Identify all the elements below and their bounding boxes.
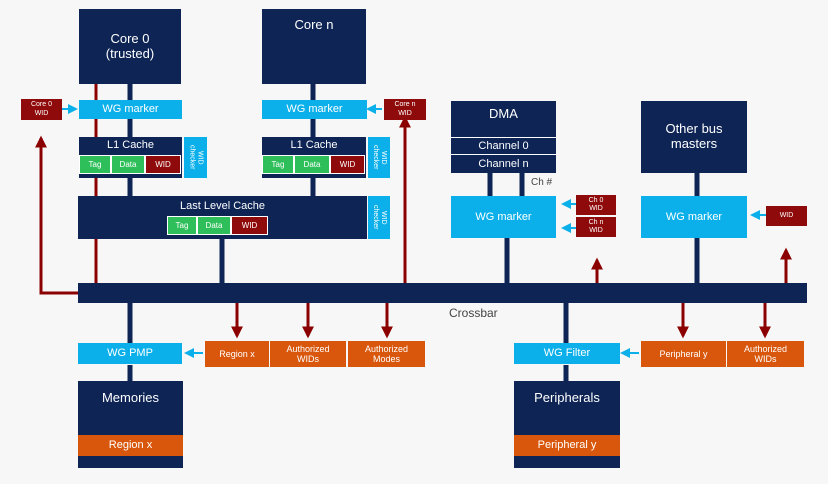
core-0-wid-checker: WID checker <box>184 137 207 178</box>
core-n-wid-checker: WID checker <box>368 137 390 178</box>
authorized-wids-periph: Authorized WIDs <box>727 341 804 367</box>
core-0-wg-marker: WG marker <box>79 100 182 119</box>
peripheral-y-box: Peripheral y <box>514 435 620 456</box>
core-0-l1-tag: Tag <box>79 155 111 174</box>
crossbar-bar <box>78 283 807 303</box>
authorized-modes: Authorized Modes <box>348 341 425 367</box>
llc-wid-checker: WID checker <box>368 196 390 239</box>
core-0-wid: Core 0 WID <box>21 99 62 120</box>
dma-wg-marker: WG marker <box>451 196 556 238</box>
llc-data: Data <box>197 216 231 235</box>
other-wid: WID <box>766 206 807 226</box>
core-0-l1-wid: WID <box>145 155 181 174</box>
dma-channel-n: Channel n <box>451 155 556 173</box>
llc-tag: Tag <box>167 216 197 235</box>
other-bus-masters: Other bus masters <box>641 101 747 173</box>
authorized-wids-mem: Authorized WIDs <box>270 341 346 367</box>
peripheral-y-rule: Peripheral y <box>641 341 726 367</box>
wg-pmp: WG PMP <box>78 343 182 364</box>
core-n-l1-data: Data <box>294 155 330 174</box>
channel-number-label: Ch # <box>531 177 553 188</box>
core-n-wg-marker: WG marker <box>262 100 367 119</box>
core-n-box: Core n <box>262 9 366 84</box>
core-n-l1-tag: Tag <box>262 155 294 174</box>
core-n-wid: Core n WID <box>384 99 426 120</box>
crossbar-label: Crossbar <box>449 306 498 320</box>
core-0-l1-data: Data <box>111 155 145 174</box>
dma-ch-0-wid: Ch 0 WID <box>576 195 616 215</box>
core-0-box: Core 0 (trusted) <box>79 9 181 84</box>
dma-ch-n-wid: Ch n WID <box>576 217 616 237</box>
other-wg-marker: WG marker <box>641 196 747 238</box>
core-n-l1-wid: WID <box>330 155 365 174</box>
region-x-rule: Region x <box>205 341 269 367</box>
dma-channel-0: Channel 0 <box>451 137 556 155</box>
wg-filter: WG Filter <box>514 343 620 364</box>
llc-wid: WID <box>231 216 268 235</box>
memory-region-x: Region x <box>78 435 183 456</box>
